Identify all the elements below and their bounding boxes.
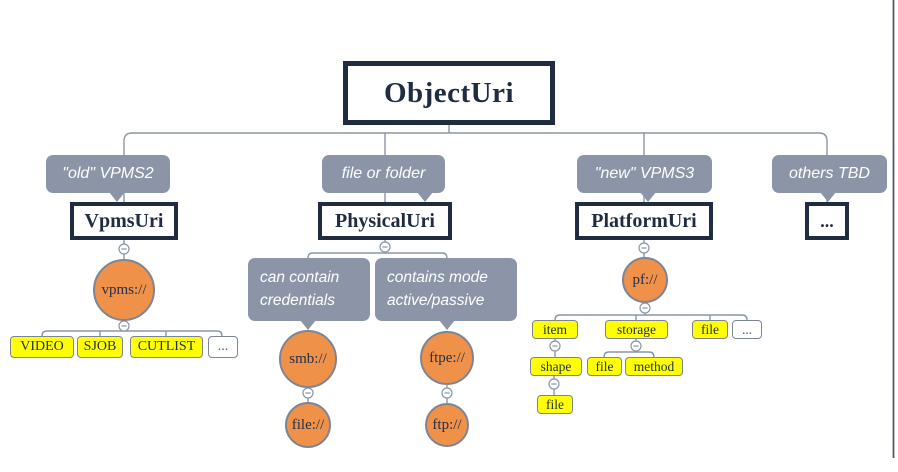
scheme-circle-vpms[interactable]: vpms:// — [93, 259, 155, 321]
node-platformuri[interactable]: PlatformUri — [575, 202, 713, 240]
callout-old-vpms2[interactable]: "old" VPMS2 — [46, 155, 170, 202]
leaf-file[interactable]: file — [692, 320, 728, 339]
callout-others-tbd[interactable]: others TBD — [772, 155, 887, 202]
leaf-storage[interactable]: storage — [605, 320, 668, 339]
leaf-sjob[interactable]: SJOB — [77, 336, 123, 358]
callout-new-vpms3[interactable]: "new" VPMS3 — [577, 155, 712, 202]
callout-others-tbd-label: others TBD — [789, 165, 870, 182]
collapse-toggle-icon[interactable] — [379, 241, 391, 253]
scheme-circle-ftpe[interactable]: ftpe:// — [420, 331, 474, 385]
callout-tail — [417, 192, 433, 202]
note-mode-label: contains mode active/passive — [387, 269, 488, 309]
leaf-storage-method[interactable]: method — [625, 357, 683, 376]
callout-tail — [109, 192, 125, 202]
callout-file-or-folder[interactable]: file or folder — [322, 155, 445, 202]
collapse-toggle-icon[interactable] — [302, 387, 314, 399]
collapse-toggle-icon[interactable] — [630, 340, 642, 352]
scheme-circle-ftp[interactable]: ftp:// — [425, 403, 469, 447]
leaf-shape-file[interactable]: file — [537, 395, 573, 414]
node-others-placeholder[interactable]: ... — [805, 202, 849, 240]
callout-old-vpms2-label: "old" VPMS2 — [62, 165, 154, 182]
scheme-circle-pf[interactable]: pf:// — [622, 257, 668, 303]
collapse-toggle-icon[interactable] — [549, 340, 561, 352]
root-node-objecturi[interactable]: ObjectUri — [343, 61, 555, 125]
note-can-contain-credentials[interactable]: can contain credentials — [248, 258, 370, 330]
leaf-platform-more[interactable]: ... — [732, 320, 762, 339]
callout-file-or-folder-label: file or folder — [341, 165, 426, 182]
leaf-cutlist[interactable]: CUTLIST — [130, 336, 203, 358]
leaf-video[interactable]: VIDEO — [10, 336, 74, 358]
collapse-toggle-icon[interactable] — [638, 242, 650, 254]
collapse-toggle-icon[interactable] — [548, 378, 560, 390]
leaf-storage-file[interactable]: file — [587, 357, 622, 376]
leaf-vpms-more[interactable]: ... — [208, 336, 238, 358]
callout-new-vpms3-label: "new" VPMS3 — [594, 165, 695, 182]
callout-tail — [439, 320, 455, 330]
note-credentials-label: can contain credentials — [260, 269, 340, 309]
collapse-toggles — [118, 241, 651, 399]
callout-tail — [820, 192, 836, 202]
collapse-toggle-icon[interactable] — [441, 387, 453, 399]
node-vpmsuri[interactable]: VpmsUri — [70, 202, 178, 240]
scheme-circle-smb[interactable]: smb:// — [279, 330, 337, 388]
leaf-item[interactable]: item — [532, 320, 578, 339]
collapse-toggle-icon[interactable] — [639, 302, 651, 314]
scheme-circle-file[interactable]: file:// — [285, 402, 331, 448]
node-physicaluri[interactable]: PhysicalUri — [318, 202, 452, 240]
collapse-toggle-icon[interactable] — [118, 320, 130, 332]
collapse-toggle-icon[interactable] — [118, 243, 130, 255]
callout-tail — [300, 320, 316, 330]
leaf-shape[interactable]: shape — [530, 357, 582, 376]
callout-tail — [640, 192, 656, 202]
note-contains-mode[interactable]: contains mode active/passive — [375, 258, 517, 330]
